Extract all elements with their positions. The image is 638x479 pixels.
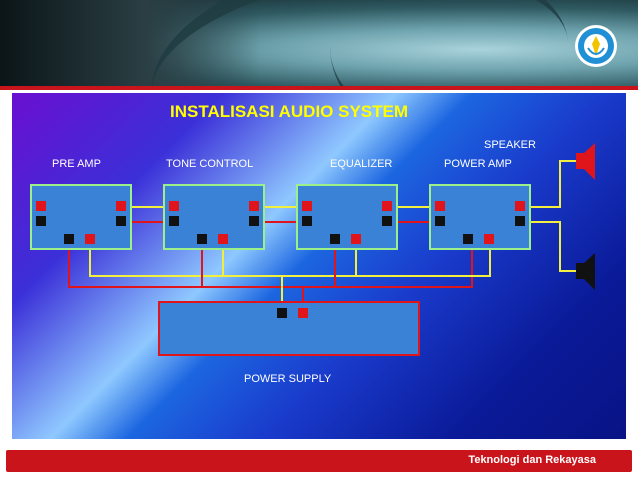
- label-pre-amp: PRE AMP: [52, 158, 101, 170]
- footer-bar: Teknologi dan Rekayasa: [6, 450, 632, 472]
- module-pre-amp: [30, 184, 132, 250]
- label-power-supply: POWER SUPPLY: [244, 373, 332, 385]
- module-power-amp: [429, 184, 531, 250]
- audio-system-diagram: INSTALISASI AUDIO SYSTEM SPEAKER PRE AMP…: [30, 102, 595, 385]
- label-tone-control: TONE CONTROL: [166, 158, 253, 170]
- speaker-icon: [576, 253, 595, 290]
- module-power-supply: [158, 301, 420, 356]
- label-equalizer: EQUALIZER: [330, 158, 392, 170]
- label-speaker: SPEAKER: [484, 139, 536, 151]
- footer-text: Teknologi dan Rekayasa: [468, 454, 596, 466]
- tut-wuri-handayani-logo-icon: [575, 25, 617, 67]
- label-power-amp: POWER AMP: [444, 158, 512, 170]
- module-tone-control: [163, 184, 265, 250]
- speaker-icon: [576, 143, 595, 180]
- slide-title: INSTALISASI AUDIO SYSTEM: [170, 102, 408, 121]
- module-equalizer: [296, 184, 398, 250]
- header-red-stripe: [0, 86, 638, 90]
- header-banner: [0, 0, 638, 90]
- diagram-panel: INSTALISASI AUDIO SYSTEM SPEAKER PRE AMP…: [12, 93, 626, 439]
